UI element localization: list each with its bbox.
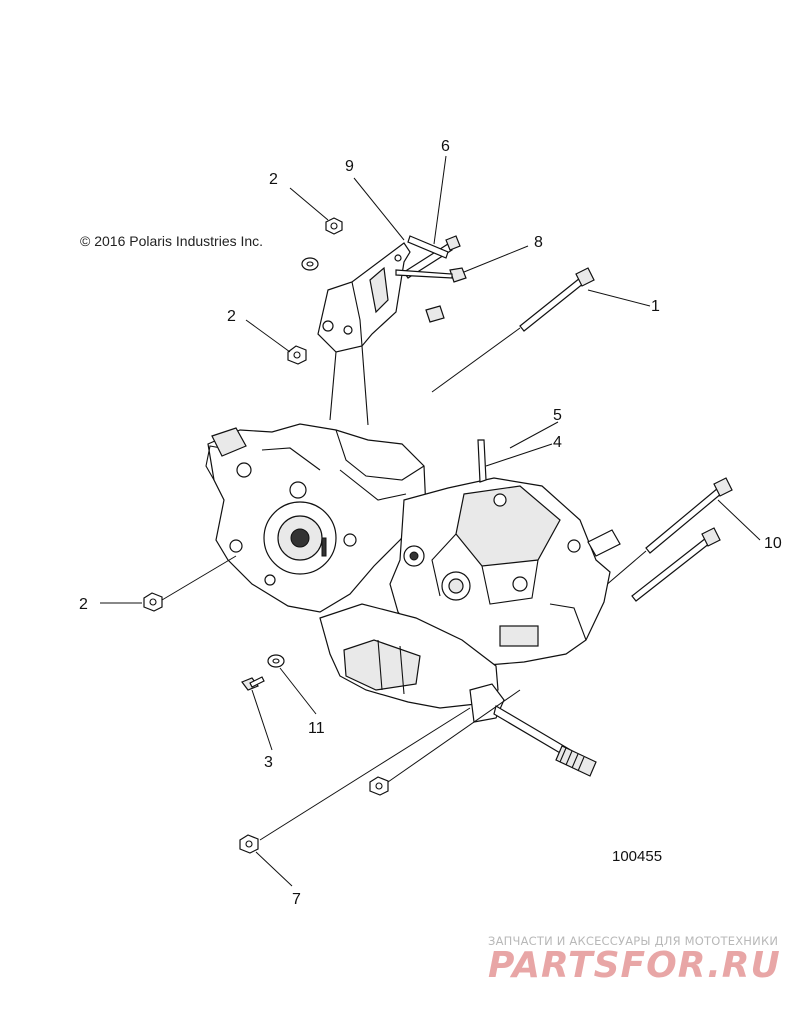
callout-3: 3 (264, 754, 273, 771)
callout-2-top: 2 (269, 171, 278, 188)
transmission-gearcase (205, 423, 621, 777)
callout-6: 6 (441, 138, 450, 155)
callout-8: 8 (534, 234, 543, 251)
leader-lines (100, 155, 761, 887)
callout-11: 11 (308, 720, 325, 737)
callout-2-mid: 2 (227, 308, 236, 325)
watermark-logo: PARTSFOR.RU (488, 945, 781, 986)
copyright-notice: © 2016 Polaris Industries Inc. (80, 233, 264, 249)
engine-mount-bracket (317, 242, 411, 426)
callout-4: 4 (553, 434, 562, 451)
hardware-nuts-bolts (143, 217, 467, 854)
callout-5: 5 (553, 407, 562, 424)
callout-1: 1 (651, 298, 660, 315)
watermark-subtitle: ЗАПЧАСТИ И АКСЕССУАРЫ ДЛЯ МОТОТЕХНИКИ (488, 934, 779, 948)
callout-2-left: 2 (79, 596, 88, 613)
callout-labels: 1 2 2 2 3 4 5 6 7 8 9 10 11 (79, 138, 782, 908)
callout-9: 9 (345, 158, 354, 175)
callout-7: 7 (292, 891, 301, 908)
long-through-bolts (431, 267, 733, 605)
diagram-id: 100455 (612, 848, 663, 865)
callout-10: 10 (764, 535, 782, 552)
